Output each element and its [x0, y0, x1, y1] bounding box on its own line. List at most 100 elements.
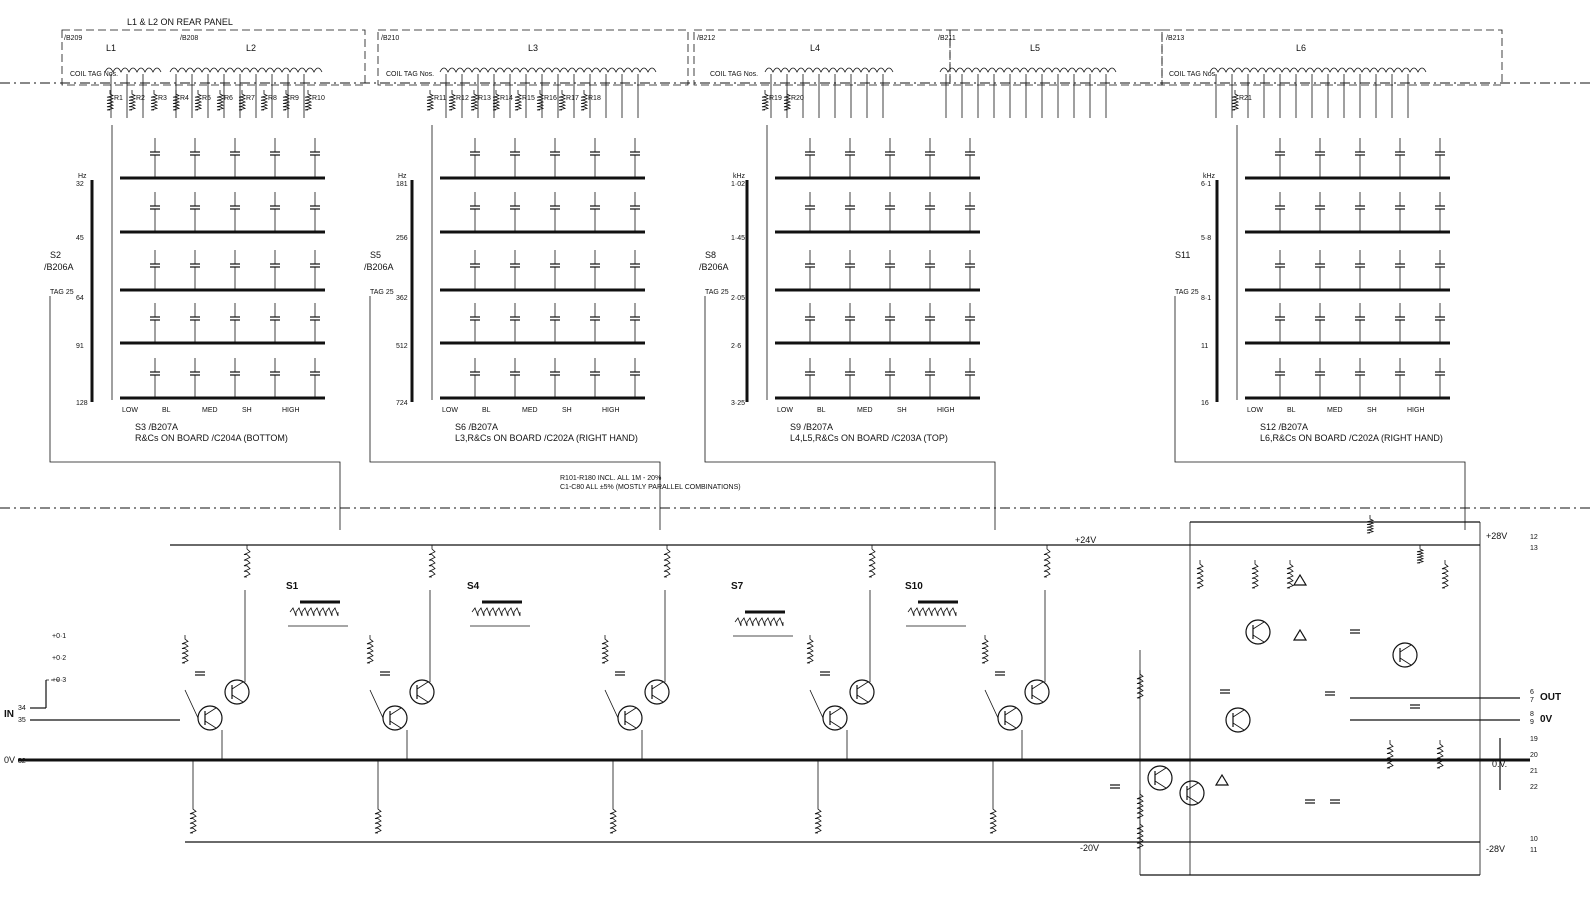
terminal-pin: 13: [1530, 545, 1538, 552]
freq-label: 512: [396, 343, 408, 350]
input-pin: 35: [18, 717, 26, 724]
switch-ref: S8: [705, 250, 716, 260]
coil-winding: [939, 67, 1117, 73]
resistor-symbol: [172, 90, 181, 111]
transistor-collector: [1399, 644, 1412, 653]
selector-switch: [906, 600, 966, 627]
zener-diode: [1292, 573, 1308, 586]
resistor-symbol: [580, 90, 589, 111]
transistor-collector: [1232, 709, 1245, 718]
resistor-symbol: [601, 635, 609, 664]
transistor-emitter: [829, 720, 842, 729]
resistor-label: R9: [290, 95, 299, 102]
resistor-label: R4: [180, 95, 189, 102]
switch-label: S7: [731, 581, 744, 592]
resistor-symbol: [868, 545, 876, 578]
resistor-symbol: [1366, 515, 1375, 534]
section-caption: L3,R&Cs ON BOARD /C202A (RIGHT HAND): [455, 433, 638, 443]
transistor-collector: [1186, 782, 1199, 791]
freq-label: 724: [396, 400, 408, 407]
output-label: OUT: [1540, 692, 1561, 703]
board-ref-labels: /B209 /B208 /B210 /B212 /B211 /B213: [64, 35, 1184, 42]
terminal-pin: 22: [1530, 784, 1538, 791]
output-section: OUT 0V 12 13 6 7 8 9 19 20 21 22 10 11: [1350, 534, 1561, 854]
coil-winding: [169, 67, 323, 73]
switch-board: /B206A: [44, 262, 74, 272]
transistor-symbol: [1225, 707, 1251, 733]
resistor-label: R15: [522, 95, 535, 102]
resistor-symbol: [1441, 560, 1449, 589]
board-ref: /B208: [180, 35, 198, 42]
inductor-label: L6: [1296, 43, 1306, 53]
transistor-symbol: [197, 705, 223, 731]
position-label: BL: [162, 407, 171, 414]
switch-ref: S5: [370, 250, 381, 260]
selector-switch: [288, 600, 348, 627]
resistor-symbol: [426, 90, 435, 111]
plus28-label: +28V: [1486, 531, 1507, 541]
transistor-collector: [829, 707, 842, 716]
resistor-symbol: [761, 90, 770, 111]
resistor-symbol: [150, 90, 159, 111]
output-stage: [1110, 515, 1481, 875]
freq-unit: kHz: [733, 173, 746, 180]
inductor-label: L2: [246, 43, 256, 53]
resistor-label: R3: [158, 95, 167, 102]
resistor-symbol: [181, 635, 189, 664]
position-label: MED: [1327, 407, 1343, 414]
tag-label: TAG 25: [50, 289, 74, 296]
coil-winding: [104, 67, 162, 73]
resistor-symbol: [1043, 545, 1051, 578]
freq-label: 2·05: [731, 295, 745, 302]
terminal-pin: 11: [1530, 847, 1537, 854]
plus24-label: +24V: [1075, 535, 1096, 545]
section-caption: S12 /B207A: [1260, 422, 1308, 432]
transistor-collector: [416, 681, 429, 690]
tag-label: TAG 25: [370, 289, 394, 296]
transistor-emitter: [1399, 657, 1412, 666]
section-caption: R&Cs ON BOARD /C204A (BOTTOM): [135, 433, 288, 443]
freq-label: 64: [76, 295, 84, 302]
resistor-symbol: [1251, 560, 1259, 589]
position-label: LOW: [1247, 407, 1263, 414]
freq-label: 45: [76, 235, 84, 242]
section-caption: L6,R&Cs ON BOARD /C202A (RIGHT HAND): [1260, 433, 1443, 443]
base-wire: [184, 689, 199, 719]
board-ref: /B213: [1166, 35, 1184, 42]
base-wire: [984, 689, 999, 719]
coil-winding: [439, 67, 657, 73]
board-ref: /B212: [697, 35, 715, 42]
resistor-label: R8: [268, 95, 277, 102]
resistor-symbol: [981, 635, 989, 664]
position-label: LOW: [777, 407, 793, 414]
terminal-pin: 12: [1530, 534, 1538, 541]
resistor-label: R7: [246, 95, 255, 102]
transistor-symbol: [1245, 619, 1271, 645]
rear-panel-note: L1 & L2 ON REAR PANEL: [127, 17, 233, 27]
amp-stage: [181, 545, 251, 834]
amplifier-components: [181, 515, 1481, 875]
resistor-label: R16: [544, 95, 557, 102]
resistor-label: R5: [202, 95, 211, 102]
freq-label: 1·45: [731, 235, 745, 242]
transistor-emitter: [1252, 634, 1265, 643]
link-wire: [1174, 296, 1466, 530]
transistor-emitter: [389, 720, 402, 729]
inductor-label: L3: [528, 43, 538, 53]
amp-stage: [981, 545, 1051, 834]
freq-label: 8·1: [1201, 295, 1211, 302]
resistor-symbol: [806, 635, 814, 664]
resistor-label: R11: [434, 95, 446, 102]
section-caption: S3 /B207A: [135, 422, 178, 432]
resistor-label: R19: [769, 95, 782, 102]
resistor-symbol: [1231, 90, 1240, 111]
freq-label: 16: [1201, 400, 1209, 407]
position-label: LOW: [442, 407, 458, 414]
resistor-symbol: [304, 90, 313, 111]
link-wire: [49, 296, 341, 530]
resistor-label: R20: [791, 95, 804, 102]
transistor-symbol: [617, 705, 643, 731]
base-wire: [604, 689, 619, 719]
zero-volt-label: 0V: [4, 755, 15, 765]
